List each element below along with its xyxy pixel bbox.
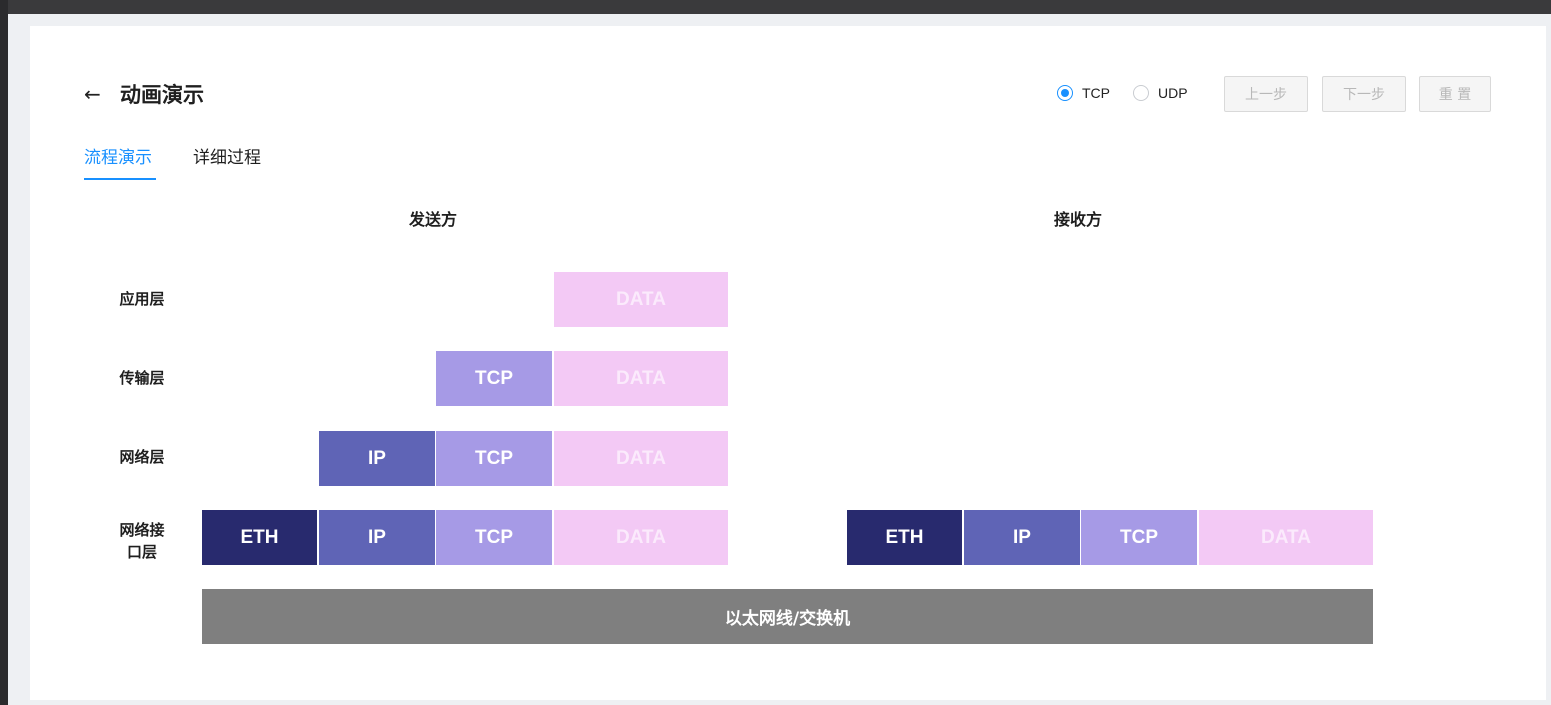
reset-button[interactable]: 重 置	[1419, 76, 1491, 112]
left-edge-bar	[0, 0, 8, 705]
radio-unchecked-icon[interactable]	[1133, 85, 1149, 101]
layer-label-application: 应用层	[119, 290, 165, 308]
layer-label-link-line2: 口层	[126, 543, 157, 561]
watermark-text: CSDN @biyezuopinvip	[1383, 676, 1536, 693]
receiver-link-eth-block: ETH	[847, 510, 962, 565]
receiver-title: 接收方	[1054, 210, 1103, 229]
prev-step-button[interactable]: 上一步	[1224, 76, 1308, 112]
radio-tcp-label: TCP	[1082, 85, 1110, 101]
sender-network-tcp-block: TCP	[436, 431, 552, 486]
layer-label-link: 网络接 口层	[100, 518, 184, 564]
sender-app-data-block: DATA	[554, 272, 728, 327]
sender-link-tcp-block: TCP	[436, 510, 552, 565]
sender-title: 发送方	[409, 210, 458, 229]
radio-checked-icon[interactable]	[1057, 85, 1073, 101]
content-card	[30, 26, 1546, 700]
layer-label-link-line1: 网络接	[119, 521, 165, 539]
tab-detail-process[interactable]: 详细过程	[193, 148, 261, 168]
layer-label-transport: 传输层	[119, 369, 165, 387]
sender-link-ip-block: IP	[319, 510, 435, 565]
radio-udp-label: UDP	[1158, 85, 1188, 101]
top-bar	[0, 0, 1551, 14]
layer-label-network: 网络层	[119, 448, 165, 466]
sender-network-ip-block: IP	[319, 431, 435, 486]
sender-transport-data-block: DATA	[554, 351, 728, 406]
receiver-link-data-block: DATA	[1199, 510, 1373, 565]
tab-flow-demo[interactable]: 流程演示	[84, 148, 152, 168]
page-title: 动画演示	[120, 83, 204, 107]
next-step-button[interactable]: 下一步	[1322, 76, 1406, 112]
radio-tcp[interactable]: TCP	[1057, 85, 1110, 101]
receiver-link-tcp-block: TCP	[1081, 510, 1197, 565]
receiver-link-ip-block: IP	[964, 510, 1080, 565]
sender-transport-tcp-block: TCP	[436, 351, 552, 406]
back-arrow-icon[interactable]: ←	[84, 82, 101, 106]
radio-udp[interactable]: UDP	[1133, 85, 1188, 101]
sender-link-eth-block: ETH	[202, 510, 317, 565]
sender-link-data-block: DATA	[554, 510, 728, 565]
sender-network-data-block: DATA	[554, 431, 728, 486]
active-tab-indicator	[84, 178, 156, 180]
ethernet-switch-bar: 以太网线/交换机	[202, 589, 1373, 644]
